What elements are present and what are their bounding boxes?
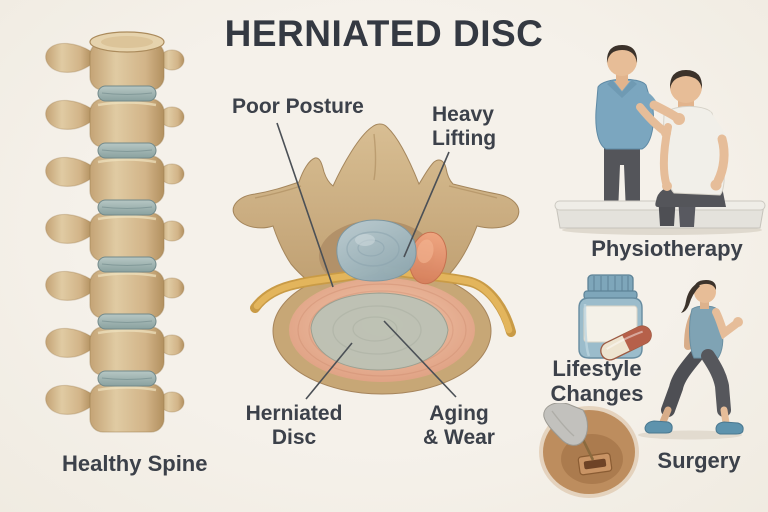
surgery-caption: Surgery <box>657 448 741 473</box>
aging-wear-label-line1: Aging <box>429 402 489 425</box>
spinal-cord <box>336 219 417 282</box>
physiotherapy-illustration <box>554 45 766 235</box>
physiotherapy-caption: Physiotherapy <box>591 236 743 261</box>
lifestyle-caption-line2: Changes <box>550 380 644 406</box>
heavy-lifting-label-line1: Heavy <box>432 103 494 126</box>
walking-woman-illustration <box>638 280 744 440</box>
vertebra-cross-section-illustration <box>232 123 520 395</box>
heavy-lifting-label: Heavy Lifting <box>432 103 496 150</box>
poor-posture-label: Poor Posture <box>232 95 364 118</box>
herniated-disc-label-line1: Herniated <box>245 402 343 425</box>
therapist <box>595 45 685 150</box>
incision-site <box>577 452 613 476</box>
nucleus-pulposus <box>310 292 449 371</box>
heavy-lifting-label-line2: Lifting <box>432 126 497 150</box>
healthy-spine-illustration <box>44 31 186 434</box>
aging-wear-label: Aging & Wear <box>404 402 514 449</box>
medication-illustration <box>578 274 652 361</box>
herniated-disc-label: Herniated Disc <box>238 402 350 449</box>
surgery-illustration <box>539 403 639 498</box>
aging-wear-label-line2: & Wear <box>423 425 495 449</box>
patient <box>659 70 729 196</box>
lifestyle-caption: Lifestyle Changes <box>541 356 653 406</box>
capsule-icon <box>600 325 652 361</box>
herniated-disc-label-line2: Disc <box>271 425 317 449</box>
lifestyle-caption-line1: Lifestyle <box>552 356 642 381</box>
healthy-spine-caption: Healthy Spine <box>62 451 208 476</box>
page-title: HERNIATED DISC <box>224 13 544 54</box>
